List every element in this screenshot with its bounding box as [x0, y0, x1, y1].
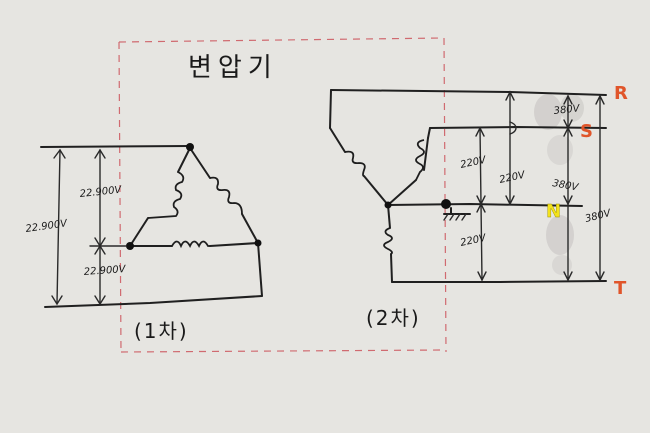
secondary-voltage-arrows [475, 90, 605, 282]
phase-r-label: R [614, 83, 628, 104]
secondary-line-voltage-rs: 380V [553, 103, 581, 117]
primary-label: (1차) [134, 319, 189, 343]
secondary-label: (2차) [366, 306, 421, 330]
phase-t-label: T [614, 278, 627, 299]
ground-icon [441, 199, 471, 221]
primary-delta-winding [40, 143, 263, 308]
secondary-phase-voltage-3: 220V [459, 233, 488, 249]
secondary-wye-winding [329, 89, 607, 283]
phase-n-label: N [546, 201, 561, 222]
diagram-title: 변압기 [188, 53, 278, 83]
secondary-phase-voltage-1: 220V [459, 155, 488, 171]
primary-voltage-arrows [51, 148, 127, 306]
primary-line-voltage: 22.900V [25, 218, 69, 235]
secondary-line-voltage-sn: 380V [551, 178, 580, 194]
primary-lower-voltage: 22.900V [83, 264, 127, 278]
transformer-enclosure [118, 37, 447, 353]
phase-s-label: S [580, 121, 593, 142]
secondary-line-voltage-rt: 380V [584, 208, 613, 225]
secondary-phase-voltage-2: 220V [498, 170, 527, 186]
primary-upper-voltage: 22.900V [79, 185, 123, 200]
